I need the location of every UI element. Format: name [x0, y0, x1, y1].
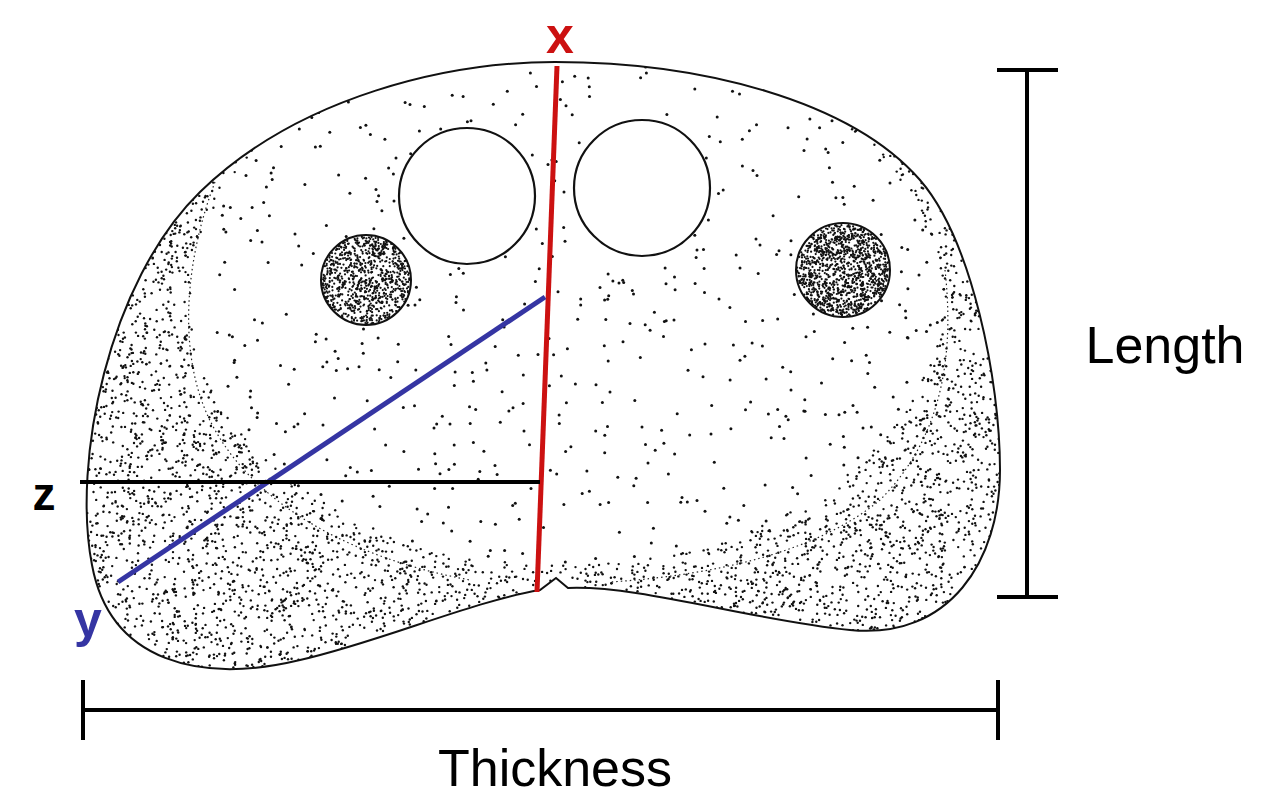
figure-stage: xyzLengthThickness — [0, 0, 1266, 803]
